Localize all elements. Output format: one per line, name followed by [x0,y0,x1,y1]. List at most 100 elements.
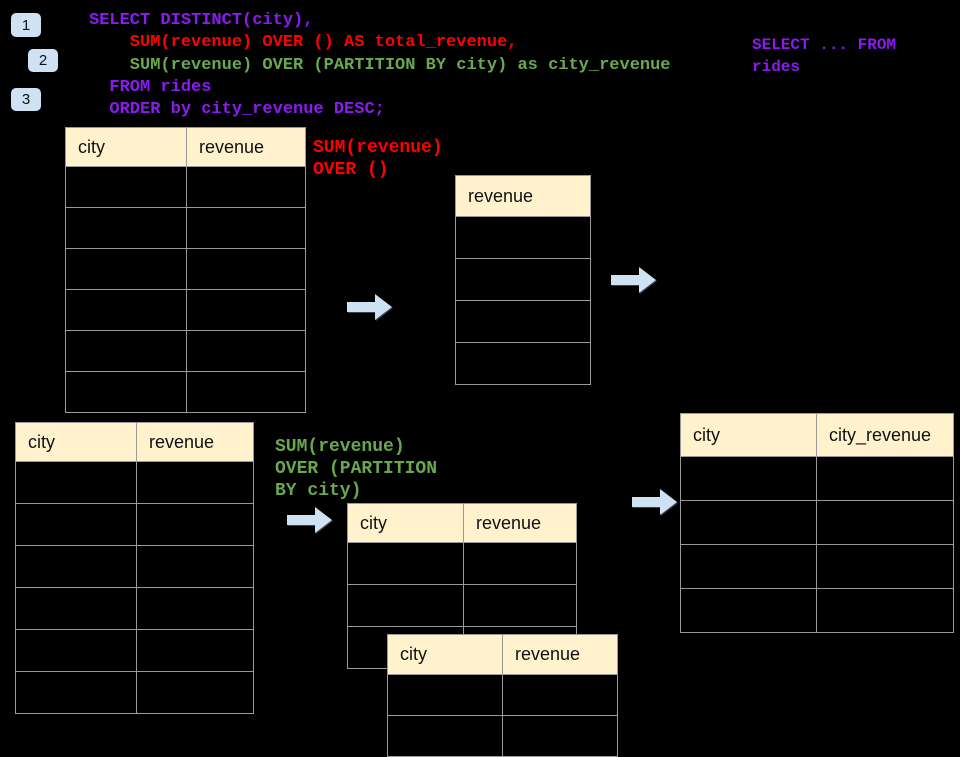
table-total-result: revenue [455,175,591,385]
empty-cell [136,671,254,714]
table-source-bottom: city revenue [15,422,254,714]
empty-cell [136,461,254,504]
column-header-revenue: revenue [186,127,306,167]
table-body [65,166,306,413]
table-body [680,456,954,633]
empty-cell [455,300,591,343]
table-row [455,300,591,343]
empty-cell [65,207,187,249]
empty-cell [136,503,254,546]
annotation-total-line-1: SUM(revenue) [313,138,443,158]
empty-cell [347,584,464,627]
annotation-total-line-2: OVER () [313,160,389,180]
empty-cell [15,545,137,588]
table-row [15,461,254,504]
column-header-city: city [347,503,464,543]
empty-cell [65,289,187,331]
table-header-row: city revenue [15,422,254,462]
empty-cell [15,629,137,672]
table-header-row: city revenue [65,127,306,167]
table-row [680,544,954,589]
sql-code-line-3: SUM(revenue) OVER (PARTITION BY city) as… [89,55,671,75]
empty-cell [186,371,306,413]
table-body [455,216,591,385]
table-row [15,587,254,630]
empty-cell [186,330,306,372]
table-header-row: city revenue [347,503,577,543]
empty-cell [15,461,137,504]
empty-cell [15,671,137,714]
table-body [15,461,254,714]
sql-query-code: SELECT DISTINCT(city), SUM(revenue) OVER… [89,10,671,121]
table-body [387,674,618,757]
sql-code-line-5: ORDER by city_revenue DESC; [89,100,385,120]
step-badge-1: 1 [11,13,41,37]
table-row [680,500,954,545]
step-badge-3: 3 [11,88,41,111]
table-final-result: city city_revenue [680,413,954,633]
from-snippet-line-2: rides [752,58,801,76]
table-row [15,671,254,714]
table-header-row: revenue [455,175,591,217]
empty-cell [65,248,187,290]
empty-cell [502,715,618,757]
column-header-city: city [15,422,137,462]
empty-cell [65,330,187,372]
empty-cell [15,587,137,630]
empty-cell [680,544,817,589]
empty-cell [463,542,577,585]
step-badge-2: 2 [28,49,58,72]
table-row [680,456,954,501]
sql-code-line-4: FROM rides [89,77,212,97]
empty-cell [136,545,254,588]
empty-cell [186,289,306,331]
empty-cell [455,342,591,385]
table-row [455,258,591,301]
column-header-city: city [387,634,503,675]
annotation-partition-line-1: SUM(revenue) [275,437,405,457]
empty-cell [680,500,817,545]
annotation-sum-over-partition: SUM(revenue) OVER (PARTITION BY city) [275,436,437,502]
table-row [65,207,306,249]
column-header-city: city [65,127,187,167]
annotation-partition-line-3: BY city) [275,481,362,501]
empty-cell [816,588,954,633]
empty-cell [387,715,503,757]
empty-cell [65,166,187,208]
empty-cell [680,456,817,501]
from-snippet-line-1: SELECT ... FROM [752,36,897,54]
table-row [347,584,577,627]
empty-cell [347,542,464,585]
flow-arrow-right-icon [632,488,678,516]
column-header-city-revenue: city_revenue [816,413,954,457]
empty-cell [502,674,618,716]
column-header-revenue: revenue [502,634,618,675]
empty-cell [387,674,503,716]
flow-arrow-right-icon [347,293,393,321]
table-row [65,166,306,208]
column-header-revenue: revenue [455,175,591,217]
column-header-revenue: revenue [463,503,577,543]
annotation-partition-line-2: OVER (PARTITION [275,459,438,479]
column-header-revenue: revenue [136,422,254,462]
sql-code-line-1: SELECT DISTINCT(city), [89,11,314,30]
flow-arrow-right-icon [611,266,657,294]
empty-cell [463,584,577,627]
flow-arrow-right-icon [287,506,333,534]
empty-cell [15,503,137,546]
empty-cell [680,588,817,633]
empty-cell [816,456,954,501]
sql-code-line-2: SUM(revenue) OVER () AS total_revenue, [89,33,518,53]
table-header-row: city revenue [387,634,618,675]
table-row [455,216,591,259]
table-row [65,289,306,331]
table-row [65,330,306,372]
empty-cell [186,248,306,290]
empty-cell [816,500,954,545]
table-row [15,545,254,588]
table-row [15,503,254,546]
table-row [387,674,618,716]
table-row [455,342,591,385]
table-row [347,542,577,585]
empty-cell [65,371,187,413]
